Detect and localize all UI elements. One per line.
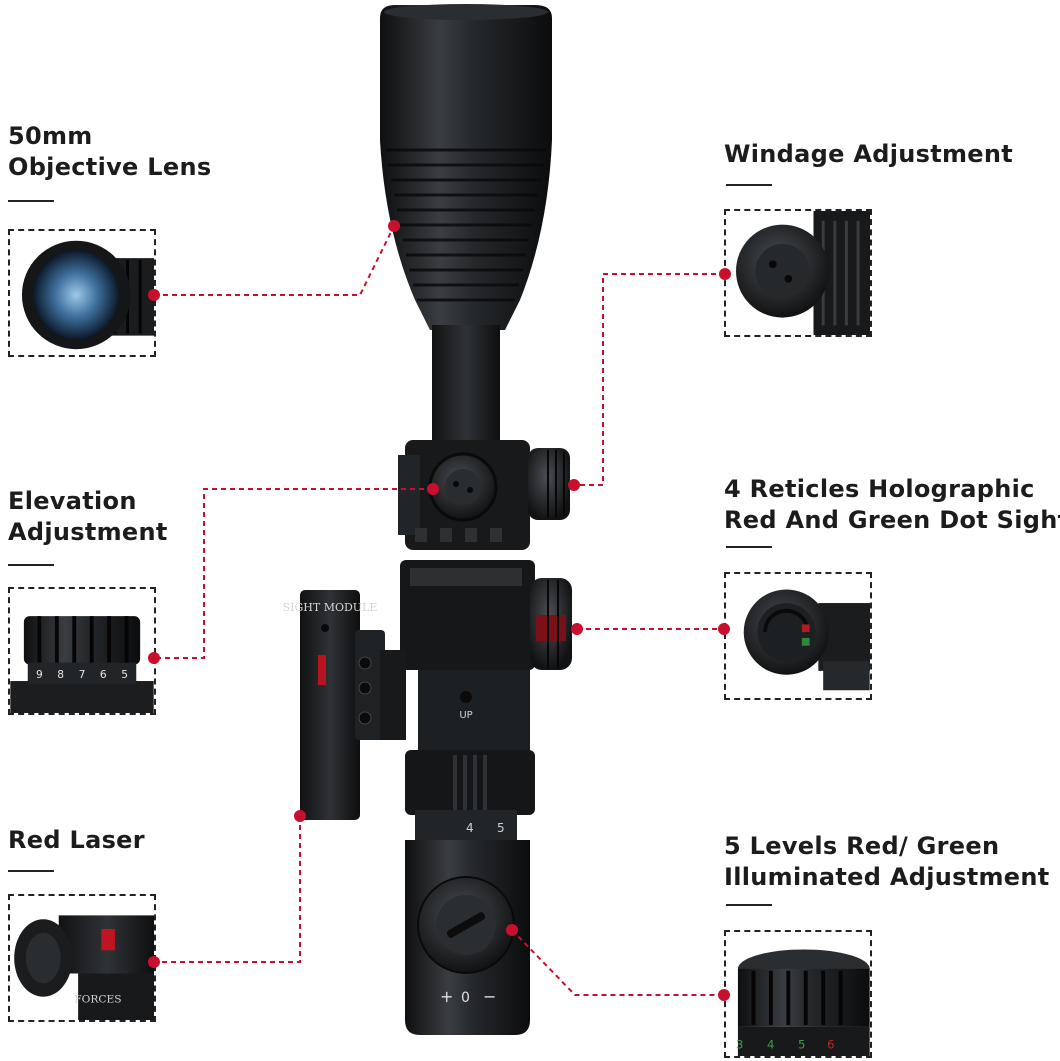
red-dot-sight: UP — [400, 560, 572, 815]
turret-block — [398, 440, 570, 550]
objective-lens-label: 50mm Objective Lens — [8, 121, 211, 183]
illum-scale-4: 4 — [767, 1037, 774, 1051]
illumination-detail-frame: 3 4 5 6 — [724, 930, 872, 1058]
elevation-label-line2: Adjustment — [8, 518, 168, 546]
elevation-underline — [8, 564, 54, 566]
objective-lens-underline — [8, 200, 54, 202]
elevation-callout-line — [154, 488, 433, 659]
illum-plus: + — [440, 987, 453, 1006]
windage-frame-dot — [719, 268, 731, 280]
illumination-detail-image: 3 4 5 6 — [736, 949, 870, 1056]
illumination-callout-line — [511, 929, 724, 996]
elev-scale-8: 8 — [57, 668, 64, 681]
laser-brand-text: FORCES — [74, 993, 121, 1006]
windage-detail-image — [736, 211, 870, 335]
red-laser-label-line1: Red Laser — [8, 826, 145, 854]
windage-callout-line — [574, 273, 725, 486]
illumination-label: 5 Levels Red/ Green Illuminated Adjustme… — [724, 831, 1050, 893]
objective-lens-detail-image — [21, 240, 154, 350]
illum-minus: − — [483, 987, 496, 1006]
objective-lens-scope-dot — [388, 220, 400, 232]
objective-bell — [380, 4, 552, 330]
illum-scale-5: 5 — [798, 1037, 805, 1051]
illumination-scope-dot — [506, 924, 518, 936]
reticles-label-line2: Red And Green Dot Sight — [724, 506, 1060, 534]
elev-scale-9: 9 — [36, 668, 43, 681]
elev-scale-7: 7 — [79, 668, 86, 681]
illumination-label-line2: Illuminated Adjustment — [724, 863, 1050, 891]
windage-scope-dot — [568, 479, 580, 491]
elevation-detail-frame: 9 8 7 6 5 — [8, 587, 156, 715]
red-laser-underline — [8, 870, 54, 872]
objective-lens-label-line2: Objective Lens — [8, 153, 212, 181]
elev-scale-5: 5 — [121, 668, 128, 681]
red-laser-label: Red Laser — [8, 825, 145, 856]
illum-scale-3: 3 — [736, 1037, 743, 1051]
elev-scale-6: 6 — [100, 668, 107, 681]
red-laser-scope-dot — [294, 810, 306, 822]
illumination-underline — [726, 904, 772, 906]
reticles-label-line1: 4 Reticles Holographic — [724, 475, 1035, 503]
main-tube — [432, 325, 500, 450]
reticles-underline — [726, 546, 772, 548]
magnification-5: 5 — [497, 821, 505, 835]
windage-underline — [726, 184, 772, 186]
illum-zero: 0 — [461, 990, 470, 1006]
laser-module: SIGHT MODULE — [283, 590, 406, 820]
eyepiece: 4 5 + 0 − — [405, 810, 530, 1035]
objective-lens-label-line1: 50mm — [8, 122, 93, 150]
illumination-label-line1: 5 Levels Red/ Green — [724, 832, 1000, 860]
reticles-detail-frame — [724, 572, 872, 700]
illum-scale-6: 6 — [827, 1037, 834, 1051]
elevation-detail-image: 9 8 7 6 5 — [10, 616, 154, 713]
red-laser-frame-dot — [148, 956, 160, 968]
windage-detail-frame — [724, 209, 872, 337]
windage-label-line1: Windage Adjustment — [724, 140, 1014, 168]
illumination-frame-dot — [718, 989, 730, 1001]
magnification-4: 4 — [466, 821, 474, 835]
reticles-detail-image — [743, 589, 870, 691]
reticles-scope-dot — [571, 623, 583, 635]
elevation-label: Elevation Adjustment — [8, 486, 168, 548]
objective-lens-callout-line — [154, 225, 395, 296]
up-marking: UP — [459, 710, 472, 721]
objective-lens-frame-dot — [148, 289, 160, 301]
red-laser-callout-line — [154, 816, 301, 963]
laser-body-text: SIGHT MODULE — [283, 601, 378, 614]
elevation-scope-dot — [427, 483, 439, 495]
objective-lens-detail-frame — [8, 229, 156, 357]
red-laser-detail-image: FORCES — [14, 915, 154, 1020]
red-laser-detail-frame: FORCES — [8, 894, 156, 1022]
reticles-label: 4 Reticles Holographic Red And Green Dot… — [724, 474, 1060, 536]
elevation-label-line1: Elevation — [8, 487, 137, 515]
elevation-frame-dot — [148, 652, 160, 664]
reticles-frame-dot — [718, 623, 730, 635]
windage-label: Windage Adjustment — [724, 139, 1013, 170]
